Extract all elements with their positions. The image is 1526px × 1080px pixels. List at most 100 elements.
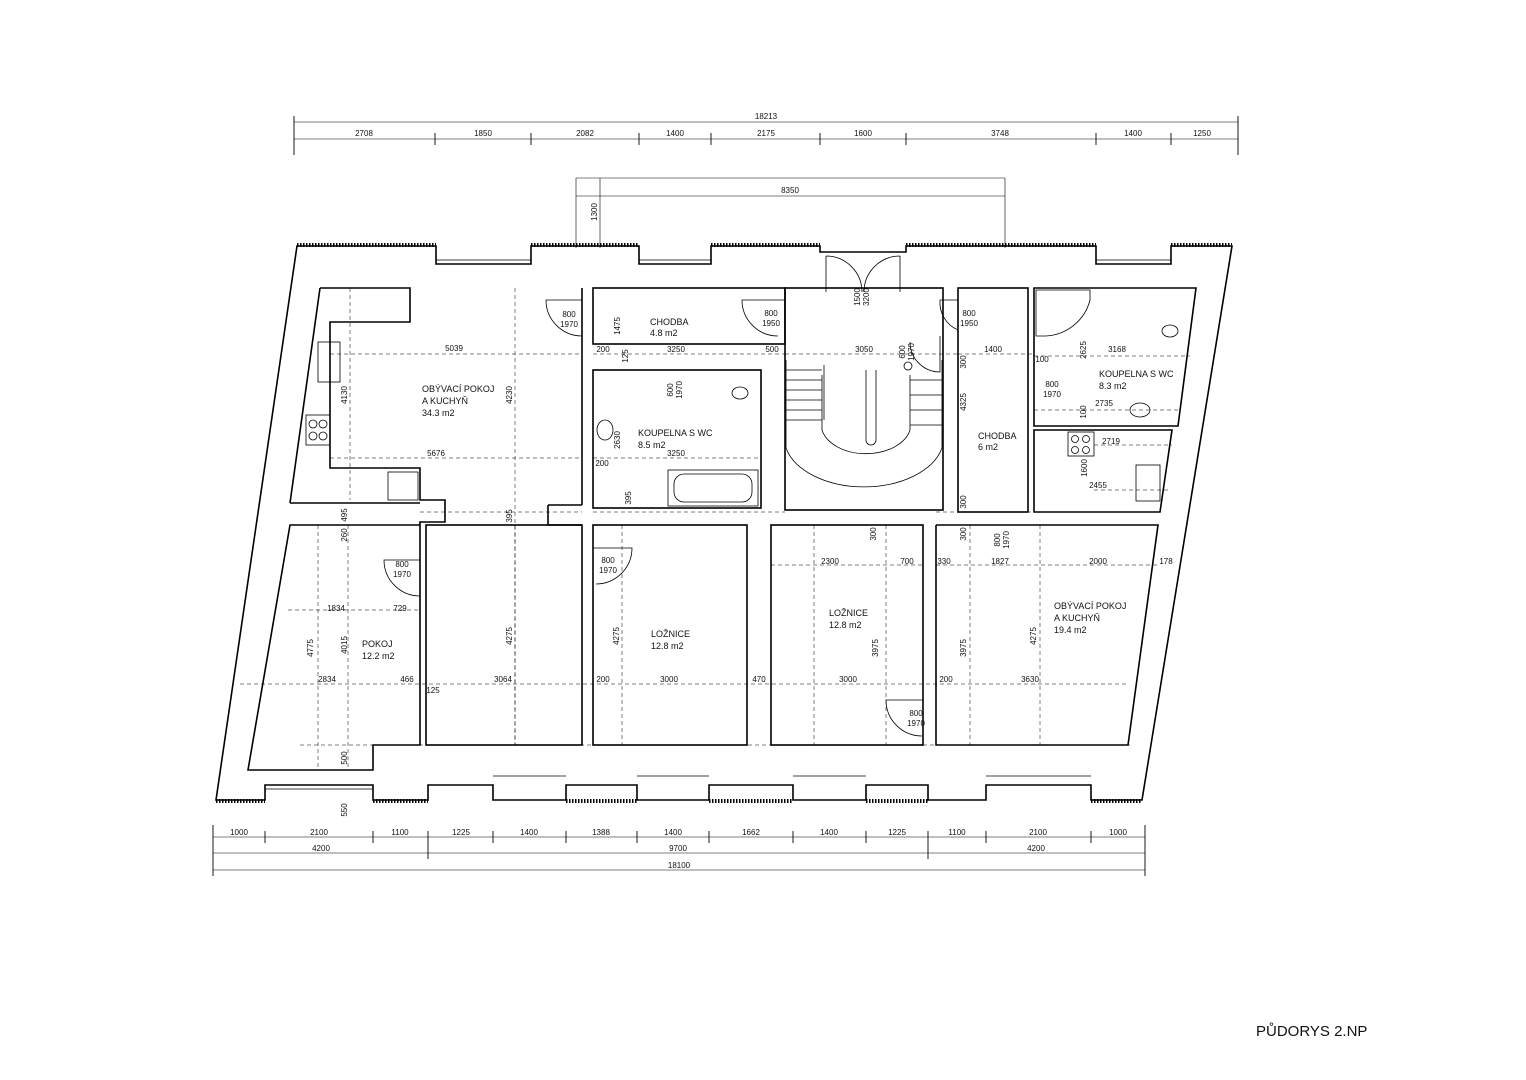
dim: 470 bbox=[752, 675, 766, 684]
dim-bottom-seg: 1225 bbox=[888, 828, 906, 837]
dim: 1600 bbox=[1080, 459, 1089, 477]
dim: 1475 bbox=[613, 317, 622, 335]
dim: 4275 bbox=[505, 627, 514, 645]
door-width: 800 bbox=[601, 556, 615, 565]
dim: 550 bbox=[340, 803, 349, 817]
dim: 4230 bbox=[505, 386, 514, 404]
dim-bottom-group: 9700 bbox=[669, 844, 687, 853]
dim: 4275 bbox=[1029, 627, 1038, 645]
dim-top-seg: 1600 bbox=[854, 129, 872, 138]
room-living-kitchen-area: 34.3 m2 bbox=[422, 408, 455, 418]
dim-bottom-seg: 1662 bbox=[742, 828, 760, 837]
dim: 729 bbox=[393, 604, 407, 613]
door-height: 1950 bbox=[762, 319, 780, 328]
dim: 3050 bbox=[855, 345, 873, 354]
room-room-name: POKOJ bbox=[362, 639, 393, 649]
dim-bottom-seg: 1400 bbox=[664, 828, 682, 837]
dim: 3975 bbox=[871, 639, 880, 657]
dim: 4275 bbox=[612, 627, 621, 645]
dim: 125 bbox=[621, 349, 630, 363]
dim: 2630 bbox=[613, 431, 622, 449]
dim: 300 bbox=[959, 495, 968, 509]
door-height: 1970 bbox=[599, 566, 617, 575]
dim: 178 bbox=[1159, 557, 1173, 566]
door-width: 800 bbox=[962, 309, 976, 318]
dim-bottom-seg: 1400 bbox=[820, 828, 838, 837]
interior-dimensions: 5039 5676 4130 4230 1475 200 125 3250 50… bbox=[306, 317, 1173, 817]
door-height: 3200 bbox=[862, 288, 871, 306]
door-height: 1970 bbox=[1002, 531, 1011, 549]
dim: 3250 bbox=[667, 449, 685, 458]
dim: 200 bbox=[596, 345, 610, 354]
dim: 100 bbox=[1035, 355, 1049, 364]
dim: 3000 bbox=[660, 675, 678, 684]
dim-top-overall: 18213 bbox=[755, 112, 778, 121]
dim: 200 bbox=[939, 675, 953, 684]
dim: 2000 bbox=[1089, 557, 1107, 566]
room-hallway-area: 4.8 m2 bbox=[650, 328, 678, 338]
dim: 4775 bbox=[306, 639, 315, 657]
dim: 3000 bbox=[839, 675, 857, 684]
door-width: 600 bbox=[898, 345, 907, 359]
room-bedroom-name: LOŽNICE bbox=[829, 608, 868, 618]
dim-balcony-depth: 1300 bbox=[590, 203, 599, 221]
dim: 2625 bbox=[1079, 341, 1088, 359]
dim-top-seg: 3748 bbox=[991, 129, 1009, 138]
dim-bottom-seg: 1400 bbox=[520, 828, 538, 837]
dim: 3250 bbox=[667, 345, 685, 354]
dim: 2719 bbox=[1102, 437, 1120, 446]
dim: 5676 bbox=[427, 449, 445, 458]
dim: 1827 bbox=[991, 557, 1009, 566]
door-height: 1950 bbox=[960, 319, 978, 328]
room-bathroom-area: 8.5 m2 bbox=[638, 440, 666, 450]
outer-walls bbox=[215, 243, 1233, 803]
top-dimension-chains: 18213 2708 1850 2082 1400 2175 1600 3748… bbox=[293, 112, 1239, 155]
dim: 330 bbox=[937, 557, 951, 566]
dim-top-seg: 1250 bbox=[1193, 129, 1211, 138]
door-height: 1970 bbox=[393, 570, 411, 579]
room-hallway-area: 6 m2 bbox=[978, 442, 998, 452]
dim: 3064 bbox=[494, 675, 512, 684]
dim-bottom-overall: 18100 bbox=[668, 861, 691, 870]
dim: 100 bbox=[1079, 405, 1088, 419]
dim: 3975 bbox=[959, 639, 968, 657]
door-height: 1970 bbox=[1043, 390, 1061, 399]
dim-bottom-group: 4200 bbox=[312, 844, 330, 853]
dim: 300 bbox=[959, 527, 968, 541]
dim: 700 bbox=[900, 557, 914, 566]
dim: 3168 bbox=[1108, 345, 1126, 354]
drawing-title: PŮDORYS 2.NP bbox=[1256, 1023, 1368, 1040]
dim: 395 bbox=[624, 491, 633, 505]
door-width: 800 bbox=[395, 560, 409, 569]
dim: 4130 bbox=[340, 386, 349, 404]
inner-walls bbox=[247, 255, 1197, 771]
dim: 1400 bbox=[984, 345, 1002, 354]
door-labels: 800 1970 800 1950 800 1950 800 1970 800 … bbox=[383, 288, 1061, 737]
room-living-kitchen-name: OBÝVACÍ POKOJ bbox=[1054, 601, 1126, 611]
dim-bottom-seg: 2100 bbox=[1029, 828, 1047, 837]
dim: 200 bbox=[595, 459, 609, 468]
dim-bottom-seg: 1225 bbox=[452, 828, 470, 837]
dim: 2300 bbox=[821, 557, 839, 566]
dim-bottom-seg: 1100 bbox=[948, 828, 966, 837]
room-bathroom-name: KOUPELNA S WC bbox=[638, 428, 713, 438]
door-width: 800 bbox=[909, 709, 923, 718]
door-width: 800 bbox=[1045, 380, 1059, 389]
dim: 4325 bbox=[959, 393, 968, 411]
room-bedroom-name: LOŽNICE bbox=[651, 629, 690, 639]
door-width: 600 bbox=[666, 383, 675, 397]
room-bedroom-area: 12.8 m2 bbox=[829, 620, 862, 630]
dim: 200 bbox=[596, 675, 610, 684]
room-living-kitchen-name: A KUCHYŇ bbox=[422, 396, 468, 406]
dim-bottom-group: 4200 bbox=[1027, 844, 1045, 853]
dim-top-seg: 1850 bbox=[474, 129, 492, 138]
dim: 2834 bbox=[318, 675, 336, 684]
dim-bottom-seg: 1100 bbox=[391, 828, 409, 837]
door-width: 1500 bbox=[853, 288, 862, 306]
dim: 495 bbox=[340, 508, 349, 522]
dim: 2735 bbox=[1095, 399, 1113, 408]
room-living-kitchen-name: A KUCHYŇ bbox=[1054, 613, 1100, 623]
room-room-area: 12.2 m2 bbox=[362, 651, 395, 661]
dim: 300 bbox=[869, 527, 878, 541]
